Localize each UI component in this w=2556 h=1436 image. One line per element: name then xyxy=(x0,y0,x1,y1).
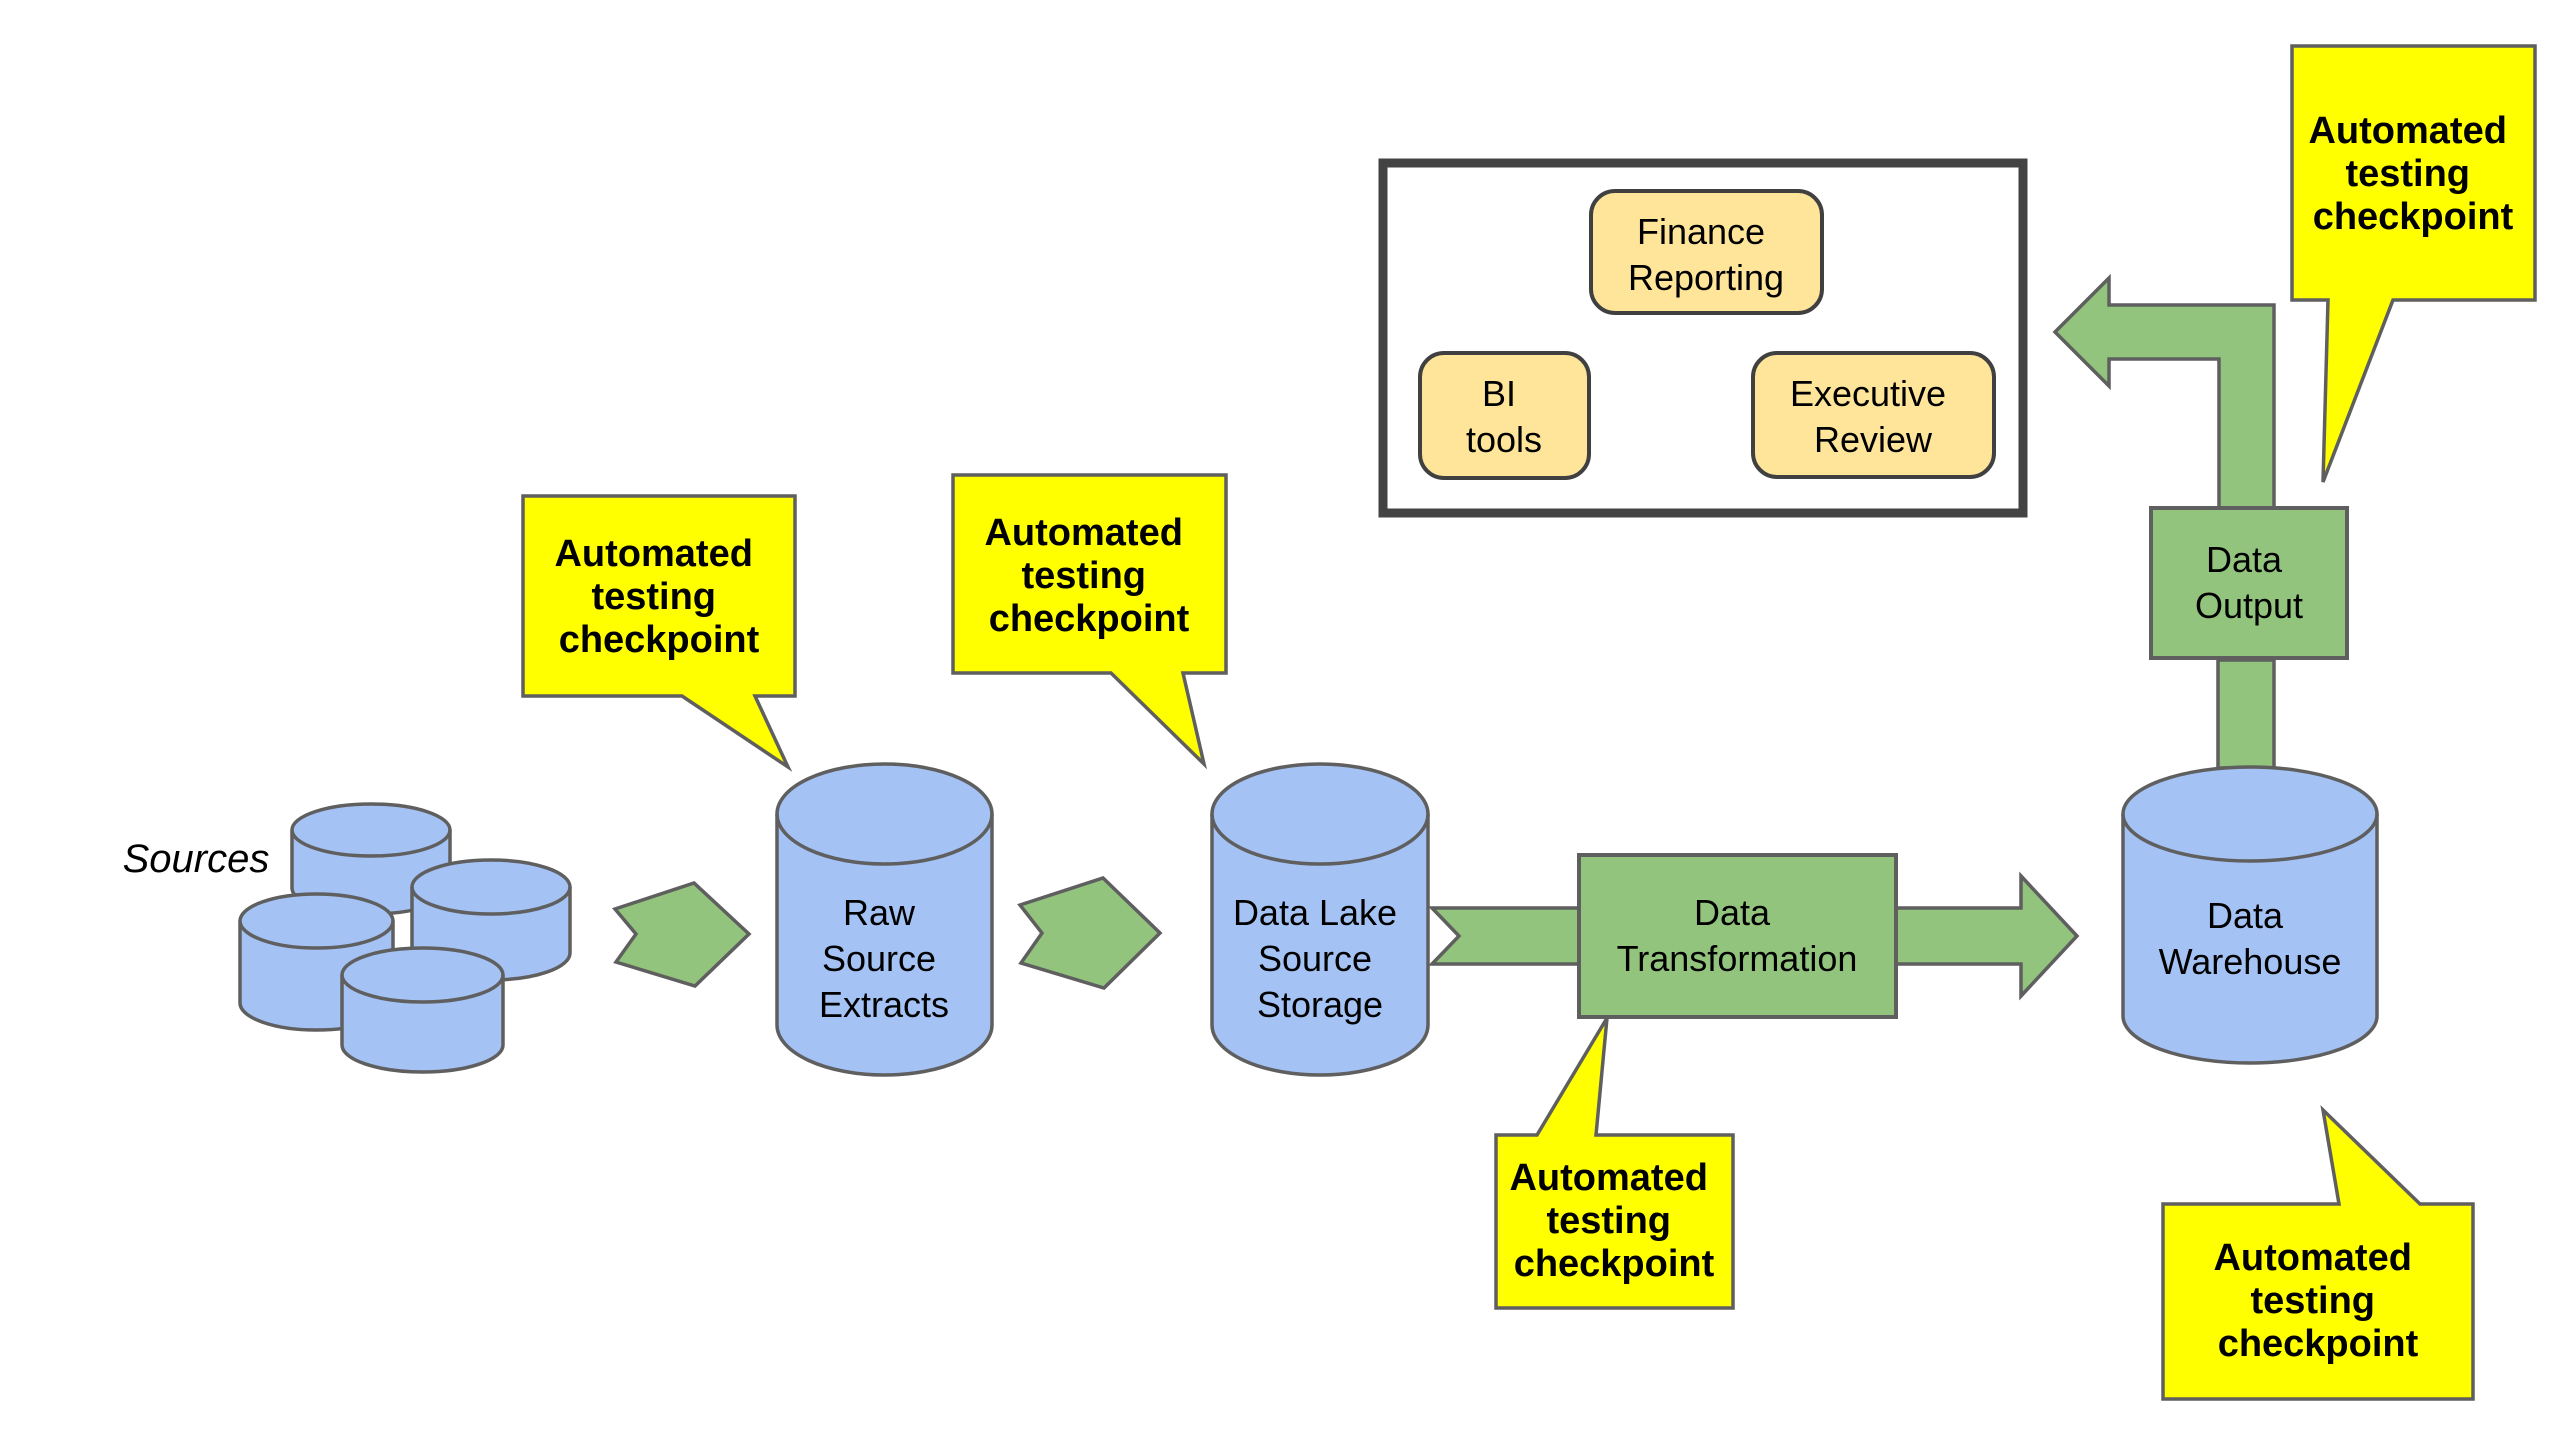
data-warehouse-label: Data Warehouse xyxy=(2159,895,2342,982)
callout-data-output xyxy=(2290,44,2537,483)
executive-review-label: Executive Review xyxy=(1790,373,1956,460)
callout-data-warehouse-label: Automated testing checkpoint xyxy=(2213,1237,2422,1365)
flow-arrow-1 xyxy=(611,881,752,988)
bi-tools-label: BI tools xyxy=(1466,373,1542,460)
callout-data-warehouse xyxy=(2161,1105,2475,1401)
data-output-label: Data Output xyxy=(2195,539,2303,626)
data-transformation-label: Data Transformation xyxy=(1617,892,1858,979)
flow-arrow-2 xyxy=(1017,876,1163,990)
raw-source-extracts-label: Raw Source Extracts xyxy=(819,892,949,1025)
callout-data-lake xyxy=(951,473,1228,770)
transform-in-arrow xyxy=(1427,906,1584,966)
callout-raw-source-label: Automated testing checkpoint xyxy=(554,533,763,661)
bi-tools-box xyxy=(1418,351,1591,480)
finance-reporting-box xyxy=(1589,189,1824,315)
data-warehouse-cylinder xyxy=(2121,765,2379,1065)
data-output-box xyxy=(2149,506,2349,660)
finance-reporting-label: Finance Reporting xyxy=(1628,211,1784,298)
transform-out-arrow xyxy=(1891,871,2080,1001)
output-elbow-arrow xyxy=(2052,273,2276,510)
warehouse-output-connector xyxy=(2216,658,2276,770)
executive-review-box xyxy=(1751,351,1996,479)
source-cylinder-4 xyxy=(340,946,505,1074)
data-transformation-box xyxy=(1577,853,1898,1019)
callout-data-transformation xyxy=(1494,1017,1735,1310)
sources-label: Sources xyxy=(123,837,270,881)
sources-cluster xyxy=(238,802,572,1074)
data-lake-label: Data Lake Source Storage xyxy=(1233,892,1407,1025)
callout-data-transformation-label: Automated testing checkpoint xyxy=(1509,1157,1718,1285)
raw-source-extracts-cylinder xyxy=(775,762,994,1077)
callout-raw-source xyxy=(521,494,797,772)
callout-data-output-label: Automated testing checkpoint xyxy=(2308,110,2517,238)
callout-data-lake-label: Automated testing checkpoint xyxy=(984,512,1193,640)
data-lake-cylinder xyxy=(1210,762,1430,1077)
